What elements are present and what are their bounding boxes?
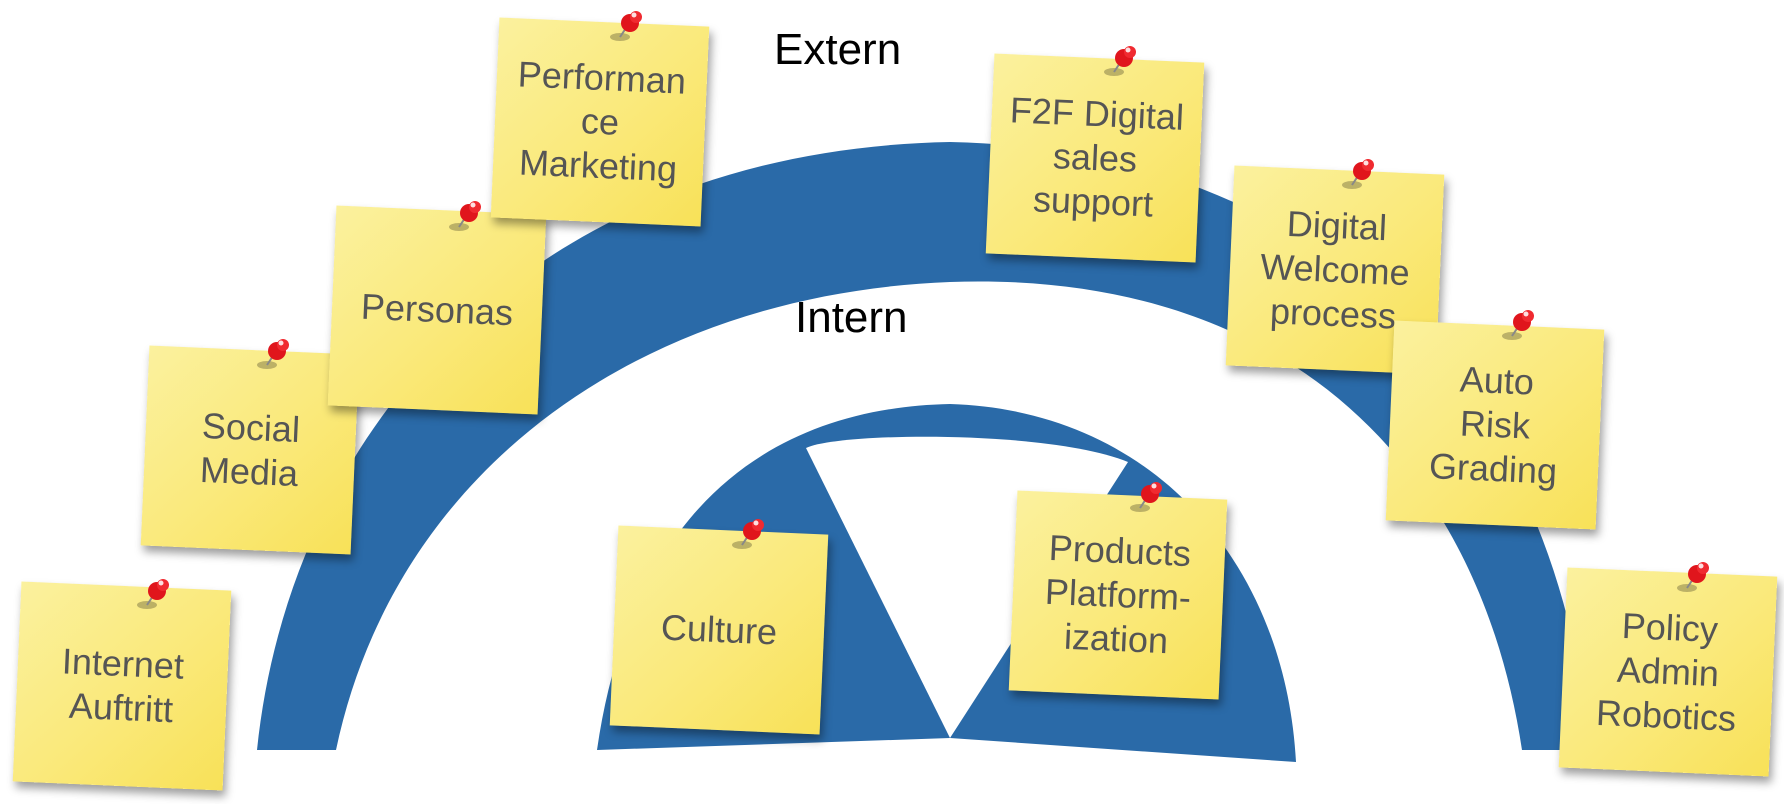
note-culture: Culture: [609, 525, 829, 735]
note-label: Performan ce Marketing: [517, 53, 687, 190]
note-label: Culture: [660, 606, 778, 653]
note-label: Digital Welcome process: [1259, 203, 1411, 337]
note-social-media: Social Media: [140, 345, 360, 555]
note-policy-admin-robotics: Policy Admin Robotics: [1558, 567, 1778, 777]
note-label: Policy Admin Robotics: [1595, 605, 1737, 739]
note-performance-marketing: Performan ce Marketing: [490, 17, 710, 227]
note-f2f-digital-sales-support: F2F Digital sales support: [985, 53, 1205, 263]
note-label: Social Media: [199, 404, 301, 495]
note-personas: Personas: [327, 205, 547, 415]
note-products-platformization: Products Platform- ization: [1008, 490, 1228, 700]
intern-heading: Intern: [795, 293, 908, 342]
note-label: F2F Digital sales support: [1009, 89, 1185, 225]
note-internet-auftritt: Internet Auftritt: [12, 581, 232, 791]
extern-heading: Extern: [774, 25, 902, 74]
note-auto-risk-grading: Auto Risk Grading: [1385, 320, 1605, 530]
note-label: Products Platform- ization: [1044, 527, 1192, 662]
note-label: Auto Risk Grading: [1428, 358, 1558, 492]
note-label: Personas: [360, 285, 514, 334]
note-label: Internet Auftritt: [61, 640, 185, 731]
